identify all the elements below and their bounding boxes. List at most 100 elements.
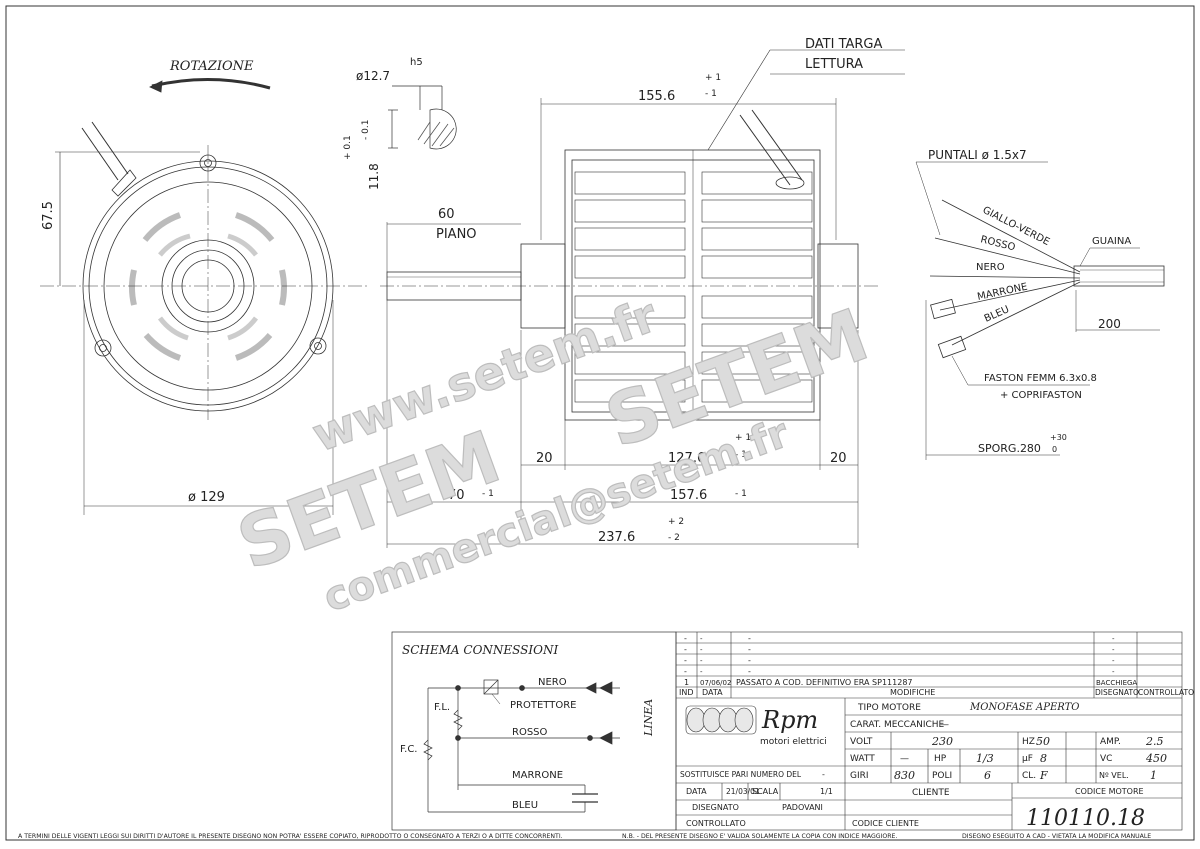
- col-disegnato: DISEGNATO: [1095, 688, 1139, 697]
- logo-name: Rpm: [761, 706, 818, 734]
- schema-marrone: MARRONE: [512, 770, 563, 781]
- amp-label: AMP.: [1100, 737, 1121, 747]
- revision-dis-cell: BACCHIEGA: [1096, 679, 1137, 687]
- wire-nero: NERO: [976, 262, 1005, 273]
- wires-detail: [915, 161, 1165, 460]
- faston-label: FASTON FEMM 6.3x0.8: [984, 373, 1097, 384]
- side-right-dim: 20: [830, 451, 847, 466]
- carat-label: CARAT. MECCANICHE: [850, 720, 945, 730]
- hp-value: 1/3: [976, 752, 994, 765]
- wire-bleu: BLEU: [983, 304, 1011, 325]
- body-length: 157.6: [670, 488, 707, 503]
- title-block-grid: [675, 631, 1183, 831]
- col-controllato: CONTROLLATO: [1138, 688, 1194, 697]
- tipo-label: TIPO MOTORE: [857, 703, 921, 713]
- plate-label-1: DATI TARGA: [805, 37, 883, 52]
- watt-value: —: [900, 754, 909, 764]
- rpm-logo: Rpm motori elettrici: [685, 705, 827, 747]
- shaft-diameter: ø12.7: [356, 69, 390, 83]
- plate-label-2: LETTURA: [805, 57, 863, 72]
- revision-desc-cell: -: [748, 645, 751, 654]
- revision-ind-cell: -: [684, 645, 687, 654]
- stator-length: 127.6: [668, 451, 705, 466]
- revision-dis-cell: -: [1112, 657, 1115, 665]
- col-modifiche: MODIFICHE: [890, 688, 935, 697]
- protrusion-label: SPORG.280: [978, 442, 1041, 455]
- col-ind: IND: [679, 688, 694, 697]
- footer-nb: N.B. - DEL PRESENTE DISEGNO E' VALIDA SO…: [622, 833, 897, 840]
- rotation-label: ROTAZIONE: [169, 59, 254, 74]
- revision-desc-cell: PASSATO A COD. DEFINITIVO ERA SP111287: [736, 678, 913, 687]
- giri-value: 830: [894, 769, 915, 782]
- total-tol-minus: - 2: [668, 533, 680, 543]
- giri-label: GIRI: [850, 771, 869, 781]
- shaft-length-tol: - 1: [482, 489, 494, 499]
- schema-rosso: ROSSO: [512, 727, 548, 738]
- flat-tol-plus: + 0.1: [343, 135, 353, 160]
- data-value: 21/03/01: [726, 787, 760, 796]
- revision-desc-cell: -: [748, 634, 751, 643]
- volt-value: 230: [931, 735, 953, 748]
- total-length: 237.6: [598, 530, 635, 545]
- amp-value: 2.5: [1145, 735, 1164, 748]
- schema-fc: F.C.: [400, 744, 418, 755]
- body-length-tol: - 1: [735, 489, 747, 499]
- scala-value: 1/1: [820, 787, 833, 796]
- revision-ind-cell: 1: [684, 678, 689, 687]
- scala-label: SCALA: [752, 787, 779, 796]
- stator-tol-minus: - 1: [735, 450, 747, 460]
- sostituisce-label: SOSTITUISCE PARI NUMERO DEL: [680, 770, 802, 779]
- side-left-dim: 20: [536, 451, 553, 466]
- col-data: DATA: [702, 688, 723, 697]
- cl-value: F: [1039, 769, 1048, 782]
- flat-label: PIANO: [436, 227, 477, 242]
- revision-desc-cell: -: [748, 656, 751, 665]
- length-top: 155.6: [638, 89, 675, 104]
- codice-cliente-label: CODICE CLIENTE: [852, 819, 919, 828]
- wire-marrone: MARRONE: [976, 282, 1028, 303]
- offset-dimension: 67.5: [41, 201, 56, 230]
- protrusion-tol-minus: 0: [1052, 445, 1057, 454]
- flat-dimension: 11.8: [367, 163, 381, 190]
- vc-value: 450: [1145, 752, 1167, 765]
- revision-data-cell: 07/06/02: [700, 679, 731, 687]
- connection-schema-frame: [391, 631, 677, 831]
- revision-ind-cell: -: [684, 656, 687, 665]
- disegnato-value: PADOVANI: [782, 803, 823, 812]
- codice-motore-label: CODICE MOTORE: [1075, 787, 1144, 796]
- hz-value: 50: [1036, 735, 1050, 748]
- revision-desc-cell: -: [748, 667, 751, 676]
- shaft-tolerance: h5: [410, 57, 423, 68]
- cliente-label: CLIENTE: [912, 788, 950, 798]
- revision-data-cell: -: [700, 635, 703, 643]
- carat-value: —: [940, 720, 949, 730]
- nvel-value: 1: [1150, 769, 1157, 782]
- terminals-label: PUNTALI ø 1.5x7: [928, 148, 1027, 162]
- cl-label: CL.: [1022, 771, 1036, 781]
- flat-length: 60: [438, 207, 455, 222]
- poli-value: 6: [984, 769, 991, 782]
- body-diameter-dimension: ø 129: [188, 490, 225, 505]
- revision-dis-cell: -: [1112, 668, 1115, 676]
- revision-dis-cell: -: [1112, 646, 1115, 654]
- footer-copyright: A TERMINI DELLE VIGENTI LEGGI SUI DIRITT…: [18, 833, 563, 840]
- footer-cad: DISEGNO ESEGUITO A CAD - VIETATA LA MODI…: [962, 833, 1151, 840]
- length-top-tol-plus: + 1: [705, 73, 721, 83]
- cable-length: 200: [1098, 317, 1121, 331]
- schema-fl: F.L.: [434, 702, 450, 713]
- revision-data-cell: -: [700, 646, 703, 654]
- schema-linea: LINEA: [642, 699, 655, 737]
- total-tol-plus: + 2: [668, 517, 684, 527]
- shaft-length: 70: [448, 488, 465, 503]
- sheath-label: GUAINA: [1092, 236, 1131, 247]
- watt-label: WATT: [850, 754, 875, 764]
- uf-label: µF: [1022, 754, 1033, 764]
- revision-ind-cell: -: [684, 667, 687, 676]
- hz-label: HZ: [1022, 737, 1035, 747]
- shaft-detail: [388, 85, 457, 150]
- schema-title: SCHEMA CONNESSIONI: [402, 643, 558, 657]
- stator-tol-plus: + 1: [735, 433, 751, 443]
- sostituisce-value: -: [822, 770, 825, 779]
- nvel-label: Nº VEL.: [1099, 771, 1129, 780]
